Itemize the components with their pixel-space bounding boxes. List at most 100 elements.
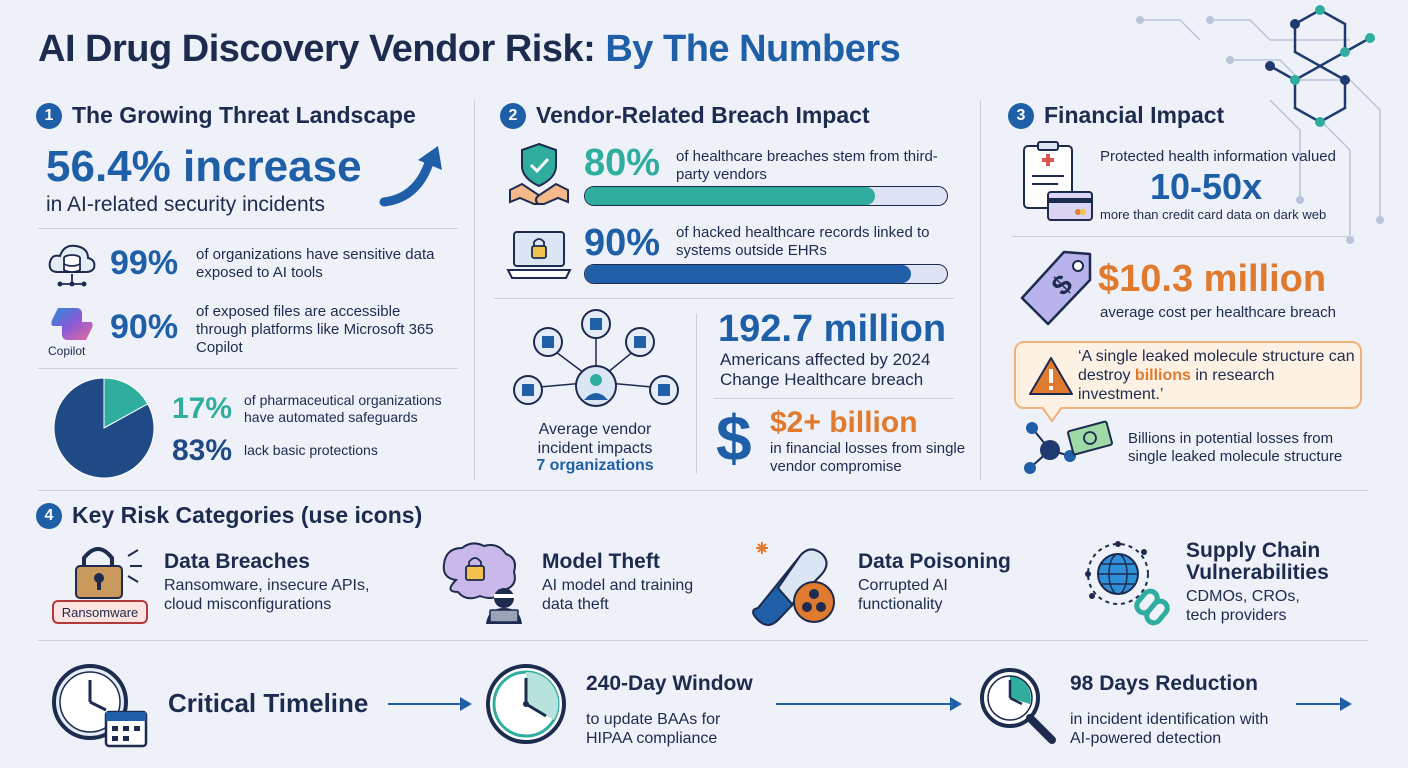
warning-icon [1029,357,1073,395]
laptop-lock-icon [506,231,572,279]
section-1-heading: 1 The Growing Threat Landscape [36,102,416,129]
page-title: AI Drug Discovery Vendor Risk: By The Nu… [38,28,901,71]
vendor-80-bar-fill [585,187,875,205]
section-2-heading: 2 Vendor-Related Breach Impact [500,102,870,129]
network-count: 7 organizations [536,457,654,474]
quote-highlight: billions [1134,367,1191,384]
timeline-arrow-head [1340,697,1352,711]
title-accent: By The Numbers [605,28,901,70]
loss-text: in financial losses from single vendor c… [770,440,966,475]
category-desc-supply-chain: CDMOs, CROs, tech providers [1186,588,1300,624]
network-text: Average vendor incident impacts [537,421,653,457]
section-title: Financial Impact [1044,102,1225,128]
category-title-poisoning: Data Poisoning [858,550,1011,573]
section-4-heading: 4 Key Risk Categories (use icons) [36,502,422,529]
divider [696,314,697,474]
stat-99-value: 99% [110,244,179,282]
divider [980,100,981,480]
stat-90-text: of exposed files are accessible through … [196,303,434,356]
magnifier-clock-icon [980,668,1056,744]
divider [38,368,458,369]
dollar-icon: $ [716,402,752,474]
section-title: Key Risk Categories (use icons) [72,502,423,528]
divider [474,100,475,480]
timeline-step-1-desc: to update BAAs for HIPAA compliance [586,711,721,747]
timeline-step-2-desc: in incident identification with AI-power… [1070,711,1269,747]
phi-text: Protected health information valued [1100,148,1336,165]
vendor-80-bar [584,186,948,206]
callout-pointer [1041,407,1063,423]
pie-slice-1 [53,377,155,479]
vendor-network-icon [513,309,679,407]
increase-caption: in AI-related security incidents [46,193,325,216]
cloud-database-icon [48,244,96,287]
section-title: The Growing Threat Landscape [72,102,416,128]
increase-stat: 56.4% increase [46,142,362,191]
loss-value: $2+ billion [770,406,918,439]
timeline-label: Critical Timeline [168,688,369,718]
quote-text-post: in research investment.’ [1078,367,1275,403]
section-number-badge: 4 [36,502,62,529]
divider [714,398,954,399]
stat-90-value: 90% [110,308,179,346]
timeline-arrow [1296,703,1342,705]
ransomware-tag: Ransomware [52,600,148,624]
copilot-logo-icon [51,308,93,340]
pie-slice-0 [103,377,149,429]
title-main: AI Drug Discovery Vendor Risk: [38,28,596,70]
price-tag-icon: $ [1020,250,1092,326]
section-3-heading: 3 Financial Impact [1008,102,1224,129]
phi-value: 10-50x [1150,166,1263,207]
trend-up-arrow-icon [379,146,442,207]
category-desc-model-theft: AI model and training data theft [542,577,694,613]
category-desc-breaches: Ransomware, insecure APIs, cloud misconf… [164,577,370,613]
quote-callout: ‘A single leaked molecule structure can … [1014,341,1362,409]
pie-17-value: 17% [172,392,233,425]
timeline-step-1-title: 240-Day Window [586,672,753,695]
affected-value: 192.7 million [718,308,947,350]
circuit-decoration-icon [1136,5,1384,244]
divider [494,298,954,299]
copilot-label: Copilot [48,344,86,358]
category-title-model-theft: Model Theft [542,550,660,573]
timeline-arrow-head [460,697,472,711]
pie-17-text: of pharmaceutical organizations have aut… [244,392,442,425]
divider [38,490,1368,491]
clock-calendar-icon [52,664,148,748]
divider [1012,236,1354,237]
handshake-shield-icon [509,142,569,205]
pie-83-text: lack basic protections [244,442,378,458]
records-90-value: 90% [584,222,661,264]
quote-text-pre: ‘A single leaked molecule structure can … [1078,348,1355,384]
section-title: Vendor-Related Breach Impact [536,102,870,128]
timeline-arrow [388,703,462,705]
timeline-arrow-head [950,697,962,711]
records-90-bar-fill [585,265,911,283]
protection-pie-chart [53,377,155,479]
vendor-80-text: of healthcare breaches stem from third-p… [676,148,938,183]
timeline-step-2-title: 98 Days Reduction [1070,672,1258,695]
divider [38,640,1368,641]
molecule-text: Billions in potential losses from single… [1128,430,1343,465]
poison-capsule-biohazard-icon [752,542,835,626]
category-title-supply-chain: Supply Chain Vulnerabilities [1186,539,1329,584]
section-number-badge: 3 [1008,102,1034,129]
quote-text: ‘A single leaked molecule structure can … [1078,347,1358,404]
padlock-broken-icon [75,547,142,599]
timeline-arrow [776,703,952,705]
records-90-bar [584,264,948,284]
globe-chain-icon [1085,541,1170,626]
vendor-80-value: 80% [584,142,661,184]
brain-thief-icon [442,542,522,624]
medical-record-card-icon [1023,141,1093,221]
breach-cost-value: $10.3 million [1098,258,1327,300]
window-clock-icon [486,664,566,744]
category-desc-poisoning: Corrupted AI functionality [858,577,948,613]
records-90-text: of hacked healthcare records linked to s… [676,224,930,259]
pie-83-value: 83% [172,434,233,467]
divider [38,228,458,229]
section-number-badge: 1 [36,102,62,129]
phi-sub: more than credit card data on dark web [1100,207,1327,222]
section-number-badge: 2 [500,102,526,129]
breach-cost-text: average cost per healthcare breach [1100,304,1336,321]
